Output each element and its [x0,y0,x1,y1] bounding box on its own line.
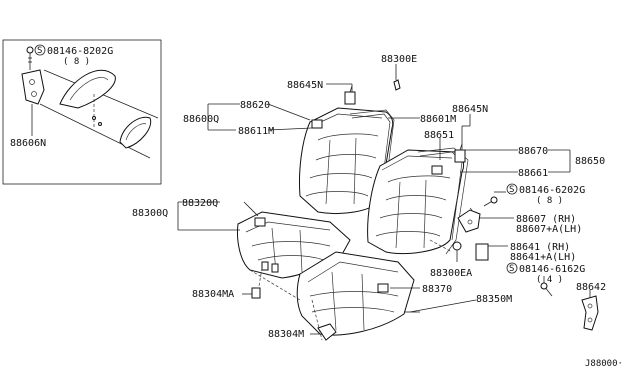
s-symbol-icon: S [34,44,46,56]
label-88661: 88661 [518,168,548,179]
label-88620: 88620 [240,100,270,111]
bolt-08146-6162g-icon [540,282,553,297]
label-88670: 88670 [518,146,548,157]
dashed-guide-3 [311,299,323,341]
label-08146-6202g-qty: ( 8 ) [536,196,563,206]
front-tab-icon [377,283,389,293]
cover-88641-icon [475,243,489,261]
inset-part-label: 88606N [10,138,46,149]
clip-88300e-icon [393,79,401,91]
label-88601m: 88601M [420,114,456,125]
inset-clip-icon-2 [98,122,102,126]
label-88304m: 88304M [268,329,304,340]
label-88611m: 88611M [238,126,274,137]
label-88320q: 88320Q [182,198,218,209]
label-88350m: 88350M [476,294,512,305]
label-88304ma: 88304MA [192,289,234,300]
label-88300q: 88300Q [132,208,168,219]
screw-icon [26,46,34,70]
label-88642: 88642 [576,282,606,293]
label-88600q: 88600Q [183,114,219,125]
cover-strip-icon [119,116,152,149]
label-88300ea: 88300EA [430,268,472,279]
s-symbol-bolt1-icon: S [506,183,518,195]
label-08146-6202g: 08146-6202G [519,185,585,196]
connector-88645n-a-icon [344,85,356,105]
cushion-hook-icon [261,261,269,271]
label-88641-rh: 88641 (RH) [510,242,570,253]
bracket-88642-icon [581,295,599,331]
label-88300e: 88300E [381,54,417,65]
svg-text:S: S [509,264,514,274]
right-tab-icon [431,165,443,175]
left-tab-icon [311,119,323,129]
hook-loop-icon [59,69,116,109]
leader-88350m [409,299,477,313]
label-88607-lh: 88607+A(LH) [516,224,582,235]
inset-box: S 08146-8202G ( 8 ) 88606N [2,39,162,185]
bracket-icon [21,69,45,105]
inset-screw-qty: ( 8 ) [63,57,90,67]
cushion-hook-icon-2 [271,263,279,273]
dashed-guide-4 [429,239,453,253]
bolt-08146-6202g-icon [483,196,498,207]
diagram-code: J88000· [585,359,623,369]
label-88645n-b: 88645N [452,104,488,115]
clip-88304m-icon [317,323,337,341]
label-88370: 88370 [422,284,452,295]
label-88645n-a: 88645N [287,80,323,91]
label-88651: 88651 [424,130,454,141]
right-seatback [367,147,469,255]
s-symbol-bolt2-icon: S [506,262,518,274]
label-88650: 88650 [575,156,605,167]
label-08146-6162g: 08146-6162G [519,264,585,275]
label-88607-rh: 88607 (RH) [516,214,576,225]
inset-clip-icon [92,116,96,120]
cushion-tab-icon [254,217,266,227]
svg-text:S: S [509,185,514,195]
svg-text:S: S [37,46,42,56]
inset-screw-label: 08146-8202G [47,46,113,57]
inset-frame [2,39,162,185]
left-seatback [299,107,395,215]
inset-panel-edge-bottom [39,103,151,159]
label-08146-6162g-qty: ( 4 ) [536,275,563,285]
label-88641-lh: 88641+A(LH) [510,252,576,263]
hinge-88607-icon [457,209,481,233]
connector-88645n-b-icon [454,143,466,163]
front-seat-cushion [296,251,415,336]
clip-88304ma-icon [251,287,261,299]
nut-88300ea-icon [452,241,462,251]
